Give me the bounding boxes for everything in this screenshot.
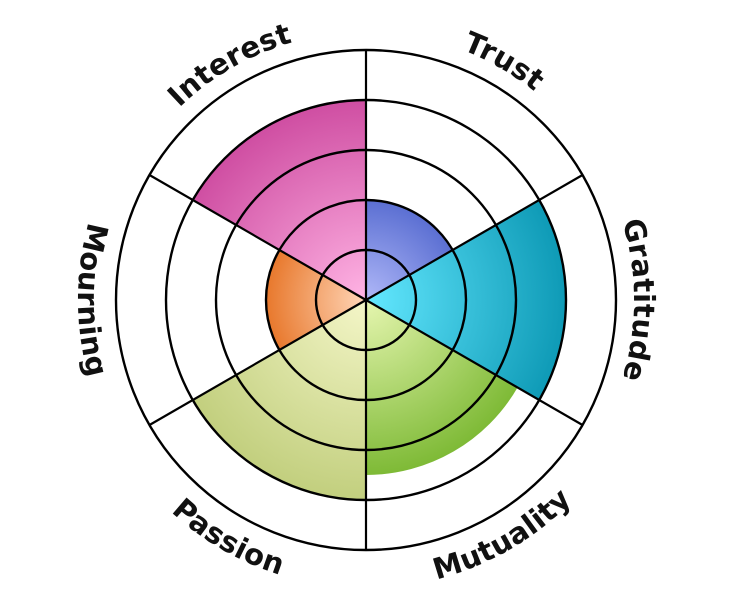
label-trust-text: Trust: [459, 25, 551, 97]
spoke-6: [148, 174, 367, 301]
label-gratitude-text: Gratitude: [616, 215, 661, 386]
label-mutuality: Mutuality: [429, 481, 578, 586]
label-mutuality-text: Mutuality: [429, 481, 578, 586]
spoke-3: [365, 299, 584, 426]
wedge-interest: [192, 100, 366, 300]
spoke-5: [148, 299, 367, 426]
label-passion-text: Passion: [166, 491, 289, 581]
label-gratitude: Gratitude: [616, 215, 661, 386]
wedge-mutuality: [366, 300, 518, 475]
label-interest: Interest: [161, 16, 295, 113]
label-passion: Passion: [166, 491, 289, 581]
label-mourning: Mourning: [71, 220, 115, 380]
spokes-layer: [148, 50, 584, 550]
label-trust: Trust: [459, 25, 551, 97]
wedge-passion: [192, 300, 366, 500]
label-interest-text: Interest: [161, 16, 295, 113]
spoke-2: [365, 174, 584, 301]
label-mourning-text: Mourning: [71, 220, 115, 380]
